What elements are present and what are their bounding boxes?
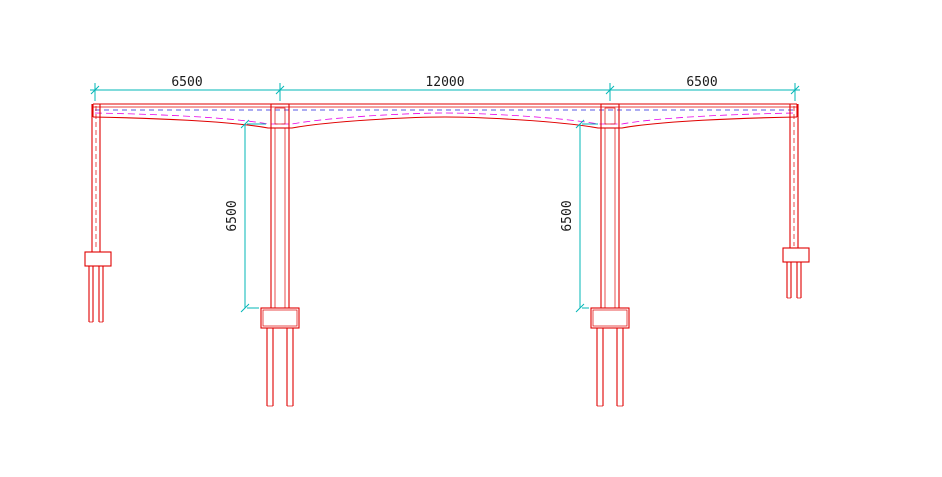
dim-pier-height-right: 6500 — [560, 200, 575, 231]
right-abutment-column — [782, 104, 810, 299]
top-span-dimension: 6500 12000 6500 — [90, 75, 800, 101]
left-abutment-column — [84, 104, 112, 323]
bridge-deck — [92, 103, 798, 129]
left-pier-diaphragm — [270, 103, 290, 129]
tendon-line-magenta — [94, 112, 796, 125]
right-height-dimension: 6500 — [560, 119, 598, 313]
left-height-dimension: 6500 — [225, 119, 266, 313]
dim-span-middle: 12000 — [425, 75, 464, 90]
left-pier — [260, 128, 300, 407]
dim-span-right: 6500 — [686, 75, 717, 90]
right-pier — [590, 128, 630, 407]
dim-pier-height-left: 6500 — [225, 200, 240, 231]
dim-span-left: 6500 — [171, 75, 202, 90]
right-pier-diaphragm — [600, 103, 620, 129]
